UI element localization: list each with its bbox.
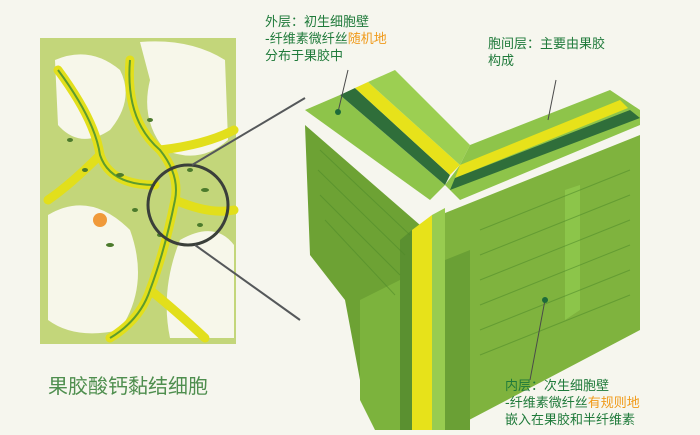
cell-interior [48,205,138,334]
outer-layer-desc-pre: -纤维素微纤丝 [265,32,348,47]
outer-layer-desc-highlight: 随机地 [347,32,387,47]
pointer-outer-dot [335,109,341,115]
microfibril-hatching [317,149,631,356]
top-right-middle-lamella [455,100,628,178]
cell-interior [55,54,126,139]
pointer-inner [529,299,546,381]
magnifier-circle [146,163,230,247]
vertical-layer-right [432,208,445,430]
cell-interior [140,41,228,156]
front-step-right [445,250,470,430]
diagram-caption: 果胶酸钙黏结细胞 [48,374,208,398]
top-right-layer-dark [450,110,640,190]
pointer-outer [337,69,349,113]
cell-wall-outline [57,59,177,339]
top-left-layer-inner [368,70,470,165]
front-step-left [360,280,400,430]
inner-layer-title: 内层：次生细胞壁 [505,379,610,394]
top-left-layer-dark [340,88,450,185]
vertical-middle-lamella [412,215,432,430]
pointer-middle [547,79,557,121]
right-step-band [565,185,580,320]
top-left-layer-outer [305,95,445,200]
cell-wall-3d-block [305,70,640,430]
cell-tissue-panel [40,38,239,344]
cell-interior [166,231,234,338]
inner-layer-label: 内层：次生细胞壁 -纤维素微纤丝有规则地 嵌入在果胶和半纤维素 [505,378,640,429]
connector-line-top [191,97,306,166]
middle-lamella-label: 胞间层：主要由果胶 构成 [488,36,605,70]
outer-layer-label: 外层：初生细胞壁 -纤维素微纤丝随机地 分布于果胶中 [265,14,387,65]
middle-lamella-title: 胞间层：主要由果胶 [488,37,606,52]
vertical-layer-left [400,230,412,430]
inner-layer-desc-pre: -纤维素微纤丝 [505,396,588,411]
inner-layer-desc-2: 嵌入在果胶和半纤维素 [505,413,636,428]
connector-line-bottom [194,244,301,321]
right-wing-face [440,135,640,430]
pointer-inner-dot [542,297,548,303]
inner-layer-desc-highlight: 有规则地 [587,396,640,411]
inner-layer-desc: -纤维素微纤丝有规则地 [505,395,640,412]
outer-layer-desc-2: 分布于果胶中 [265,49,344,64]
outer-layer-title: 外层：初生细胞壁 [265,15,370,30]
orange-granule [93,213,107,227]
top-left-middle-lamella [355,82,460,175]
outer-layer-desc: -纤维素微纤丝随机地 [265,31,387,48]
middle-lamella-desc: 构成 [488,54,515,69]
